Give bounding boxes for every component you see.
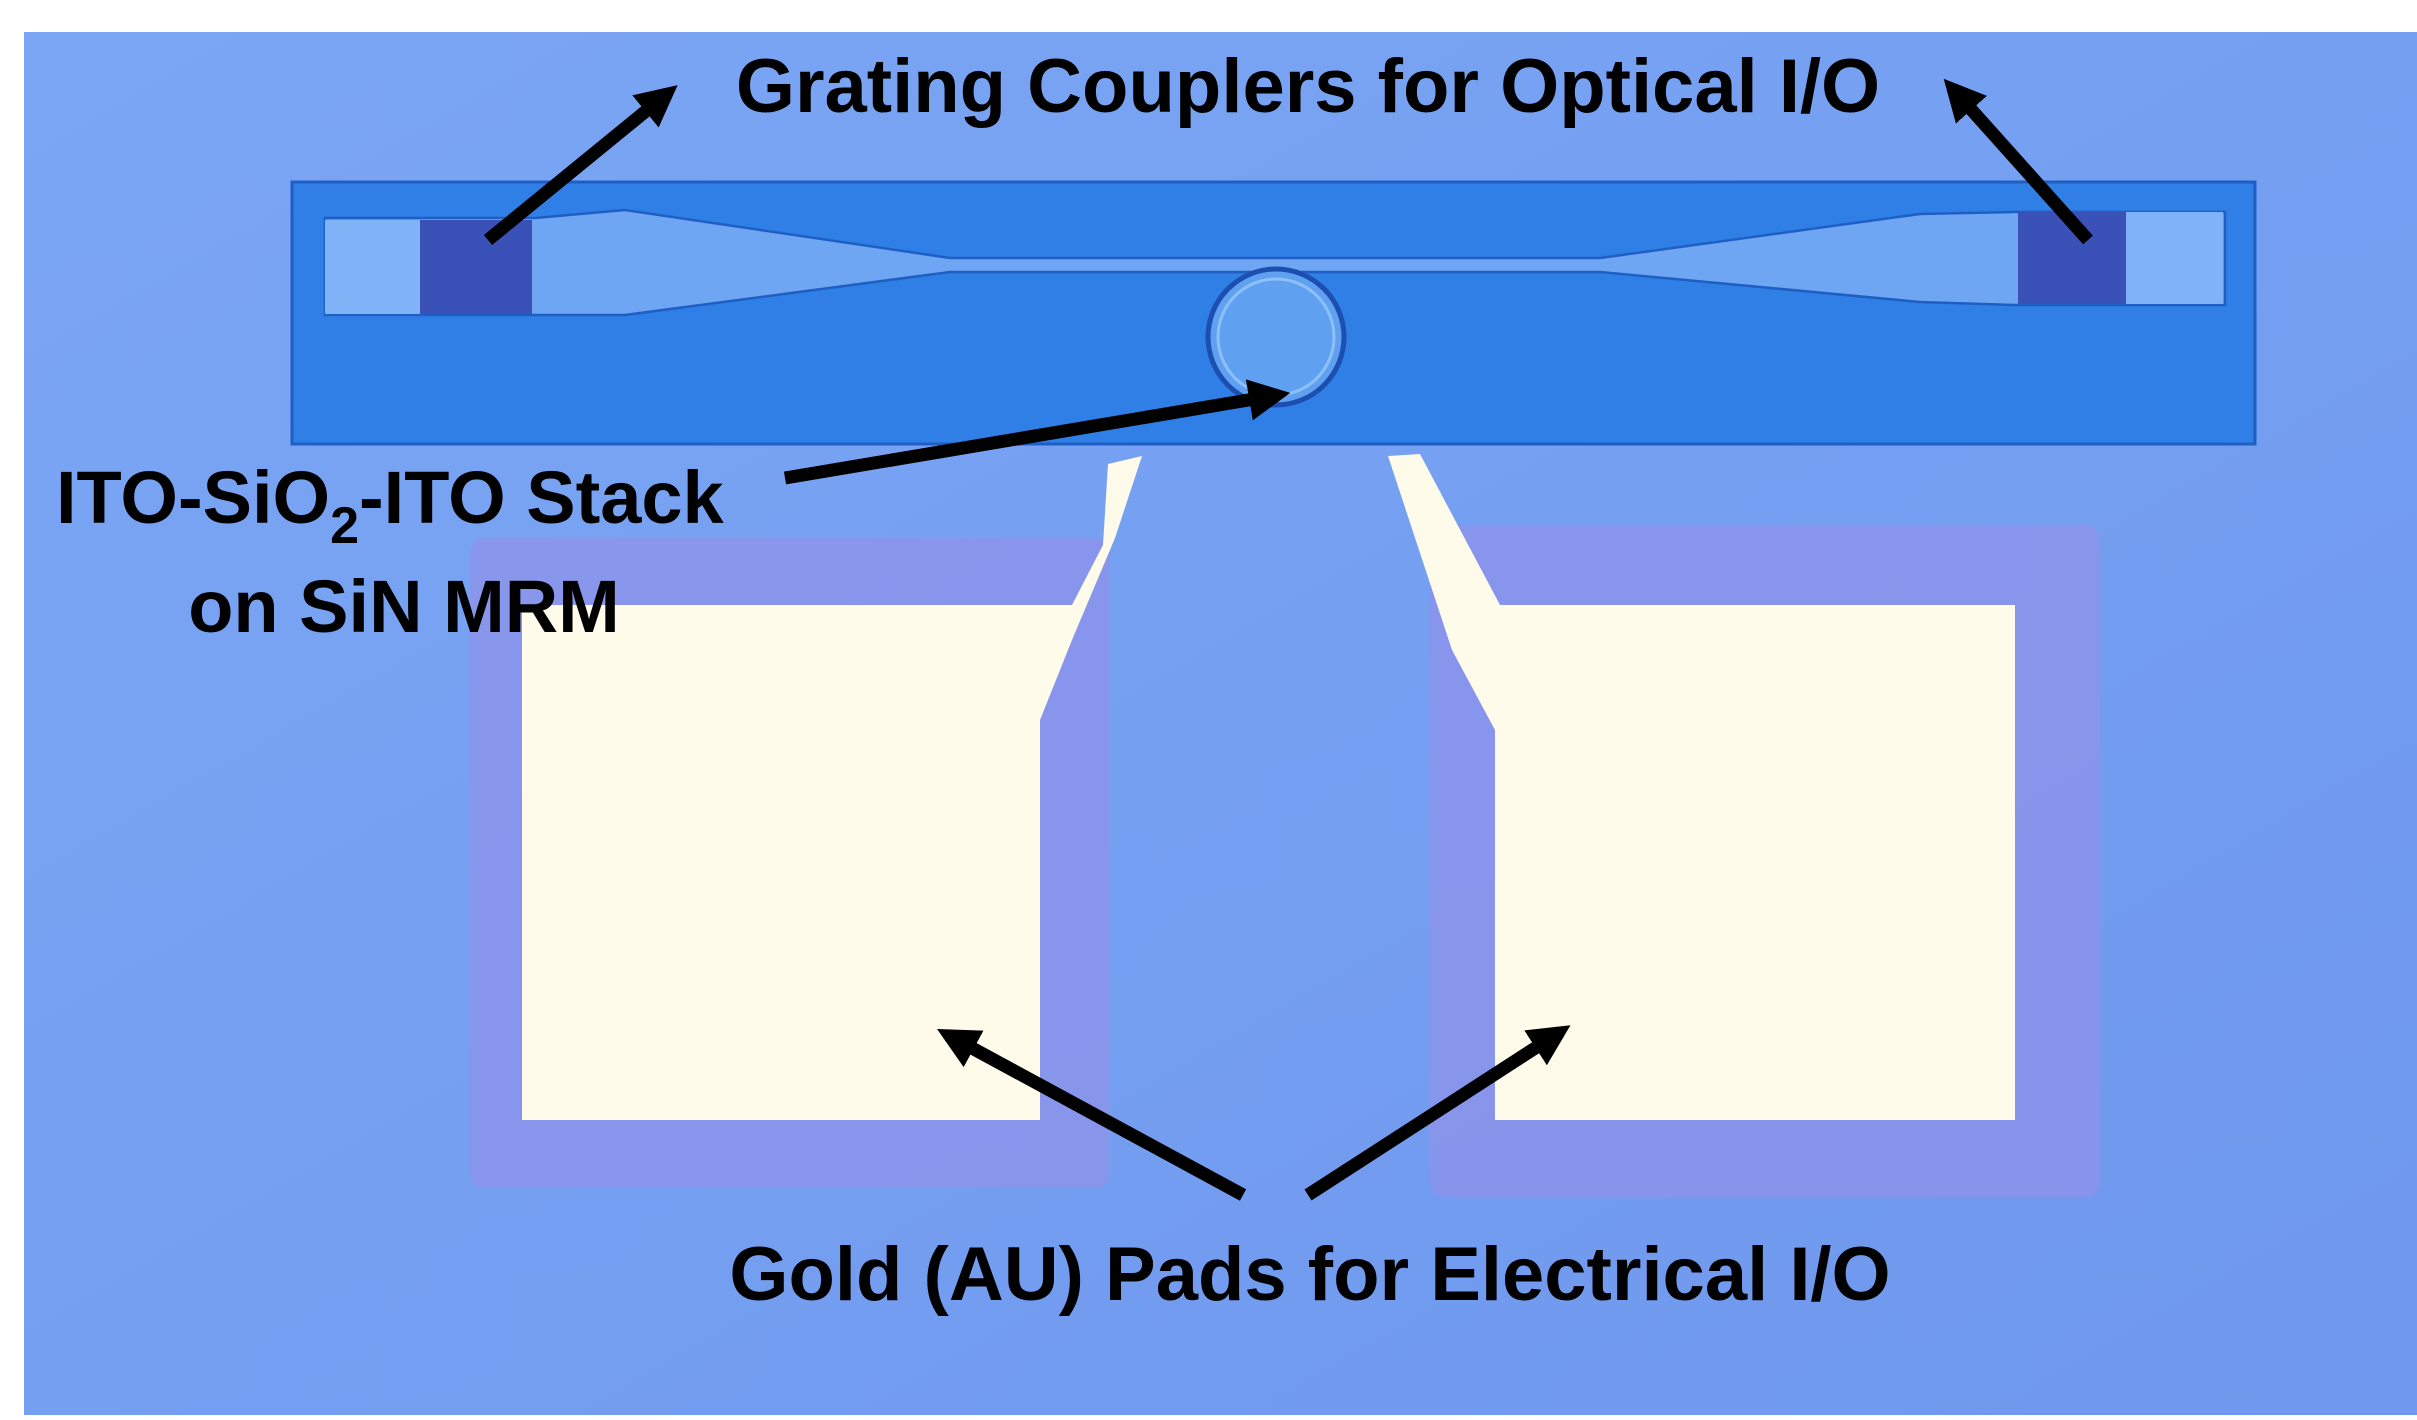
stack-label-subscript: 2	[330, 497, 359, 555]
stack-label-line2: on SiN MRM	[188, 565, 620, 648]
gold-pads-label: Gold (AU) Pads for Electrical I/O	[729, 1232, 1890, 1317]
stack-label-line1: ITO-SiO2-ITO Stack	[56, 456, 725, 555]
micro-ring	[1205, 266, 1347, 408]
right-gold-pad	[1388, 454, 2015, 1120]
waveguide-taper	[323, 208, 2227, 317]
arrow-left-grating	[483, 85, 678, 246]
arrow-ring	[783, 379, 1291, 485]
arrow-right-grating	[1943, 78, 2093, 245]
left-gold-pad	[522, 456, 1142, 1120]
left-grating-end	[325, 220, 420, 314]
stack-label-prefix: ITO-SiO	[56, 456, 330, 539]
arrow-right-pad	[1304, 1025, 1571, 1201]
right-grating-end	[2126, 212, 2223, 304]
arrow-left-pad	[937, 1029, 1247, 1201]
left-grating-coupler	[420, 220, 532, 314]
stack-label-suffix: -ITO Stack	[359, 456, 724, 539]
grating-couplers-label: Grating Couplers for Optical I/O	[736, 44, 1880, 129]
